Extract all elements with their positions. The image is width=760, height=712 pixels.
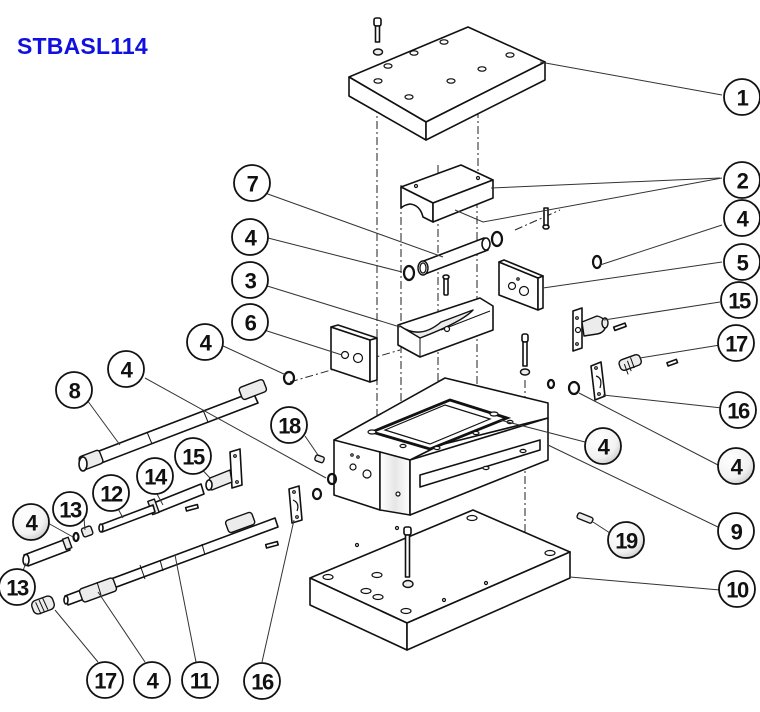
cap-screw-housing — [519, 333, 531, 376]
tube[interactable] — [417, 237, 491, 276]
callout-label: 2 — [737, 169, 749, 194]
callout-label: 15 — [728, 289, 751, 314]
callout-13b[interactable]: 13 — [0, 568, 36, 606]
callout-16a[interactable]: 16 — [719, 391, 757, 429]
callout-6[interactable]: 6 — [231, 303, 269, 341]
callout-4e[interactable]: 4 — [584, 427, 622, 465]
callout-label: 5 — [737, 251, 749, 276]
callout-label: 15 — [182, 445, 205, 470]
callout-label: 13 — [59, 498, 82, 523]
callout-2[interactable]: 2 — [723, 161, 760, 199]
bracket-plate-right[interactable] — [590, 361, 606, 401]
long-shaft[interactable] — [78, 378, 268, 472]
flanged-fitting-right[interactable] — [572, 307, 609, 352]
small-screw-left-fitting — [184, 503, 199, 512]
small-screw-left-bracket — [264, 540, 279, 549]
upper-clamp-block[interactable] — [400, 164, 494, 223]
callout-1[interactable]: 1 — [723, 78, 760, 116]
o-ring-housing-right-small — [546, 378, 556, 390]
callout-16b[interactable]: 16 — [243, 662, 281, 700]
o-ring-pin — [72, 531, 80, 543]
callout-label: 16 — [251, 670, 274, 695]
callout-7[interactable]: 7 — [233, 164, 271, 202]
diagram-title: STBASL114 — [17, 33, 148, 59]
sleeve[interactable] — [80, 525, 94, 538]
callout-label: 19 — [615, 529, 638, 554]
callout-17b[interactable]: 17 — [86, 661, 124, 699]
plug-screw[interactable] — [576, 512, 594, 524]
callout-4a[interactable]: 4 — [231, 218, 269, 256]
base-plate[interactable] — [309, 509, 571, 651]
center-lines — [289, 105, 561, 610]
cap-screw-top — [372, 17, 384, 56]
pin[interactable] — [22, 536, 73, 567]
callout-15b[interactable]: 15 — [720, 281, 758, 319]
callout-4c[interactable]: 4 — [186, 323, 224, 361]
callout-14[interactable]: 14 — [136, 457, 174, 495]
callout-label: 14 — [144, 465, 168, 490]
o-ring-tube-right — [490, 230, 504, 248]
callout-label: 8 — [69, 379, 81, 404]
callout-label: 1 — [737, 86, 749, 111]
leader-lines — [21, 61, 723, 663]
left-end-plate[interactable] — [330, 324, 378, 383]
callout-17a[interactable]: 17 — [717, 324, 755, 362]
callout-4h[interactable]: 4 — [133, 661, 171, 699]
screw-clamp — [542, 207, 550, 230]
stepped-shaft[interactable] — [63, 511, 279, 606]
small-screw-right-fitting — [612, 322, 627, 332]
callout-label: 3 — [245, 269, 257, 294]
rod[interactable] — [98, 504, 156, 533]
callout-11[interactable]: 11 — [181, 661, 219, 699]
flanged-fitting-left[interactable] — [205, 448, 243, 491]
callout-label: 16 — [727, 399, 750, 424]
callout-label: 17 — [94, 669, 117, 694]
top-cover-plate[interactable] — [348, 26, 546, 141]
callout-8[interactable]: 8 — [55, 371, 93, 409]
callout-label: 17 — [725, 332, 748, 357]
callout-label: 18 — [278, 414, 301, 439]
o-ring-right-plate — [591, 254, 603, 270]
callout-label: 6 — [245, 311, 257, 336]
knurled-nut-left[interactable] — [30, 595, 56, 616]
knurled-nut-right[interactable] — [618, 353, 642, 375]
o-rings-housing-left — [311, 472, 338, 501]
cap-screw-base — [402, 526, 414, 589]
callout-4d[interactable]: 4 — [107, 350, 145, 388]
callout-5[interactable]: 5 — [723, 243, 760, 281]
callout-label: 7 — [247, 172, 259, 197]
o-ring-left-plate — [282, 370, 296, 386]
callout-4f[interactable]: 4 — [717, 447, 755, 485]
right-end-plate[interactable] — [498, 259, 544, 311]
callout-12[interactable]: 12 — [92, 474, 130, 512]
bracket-plate-left[interactable] — [288, 485, 303, 524]
callout-4b[interactable]: 4 — [723, 199, 760, 237]
callout-10[interactable]: 10 — [718, 570, 756, 608]
callout-label: 9 — [731, 520, 743, 545]
o-ring-tube-left — [402, 264, 416, 282]
callout-3[interactable]: 3 — [231, 261, 269, 299]
grease-nipple[interactable] — [314, 454, 325, 464]
callout-label: 10 — [726, 578, 749, 603]
small-screw-right-nut — [666, 358, 679, 367]
callout-19[interactable]: 19 — [607, 521, 645, 559]
o-ring-housing-right — [567, 380, 581, 396]
callout-9[interactable]: 9 — [717, 512, 755, 550]
callout-13a[interactable]: 13 — [52, 491, 88, 527]
lower-clamp-block[interactable] — [397, 297, 494, 358]
callout-label: 11 — [190, 669, 212, 694]
main-housing-block[interactable] — [333, 377, 549, 516]
screw-lower-clamp — [442, 274, 450, 296]
callout-18[interactable]: 18 — [270, 406, 308, 444]
callout-label: 13 — [6, 576, 29, 601]
callout-15a[interactable]: 15 — [174, 437, 212, 475]
callout-4g[interactable]: 4 — [12, 503, 50, 541]
callout-label: 12 — [100, 482, 123, 507]
